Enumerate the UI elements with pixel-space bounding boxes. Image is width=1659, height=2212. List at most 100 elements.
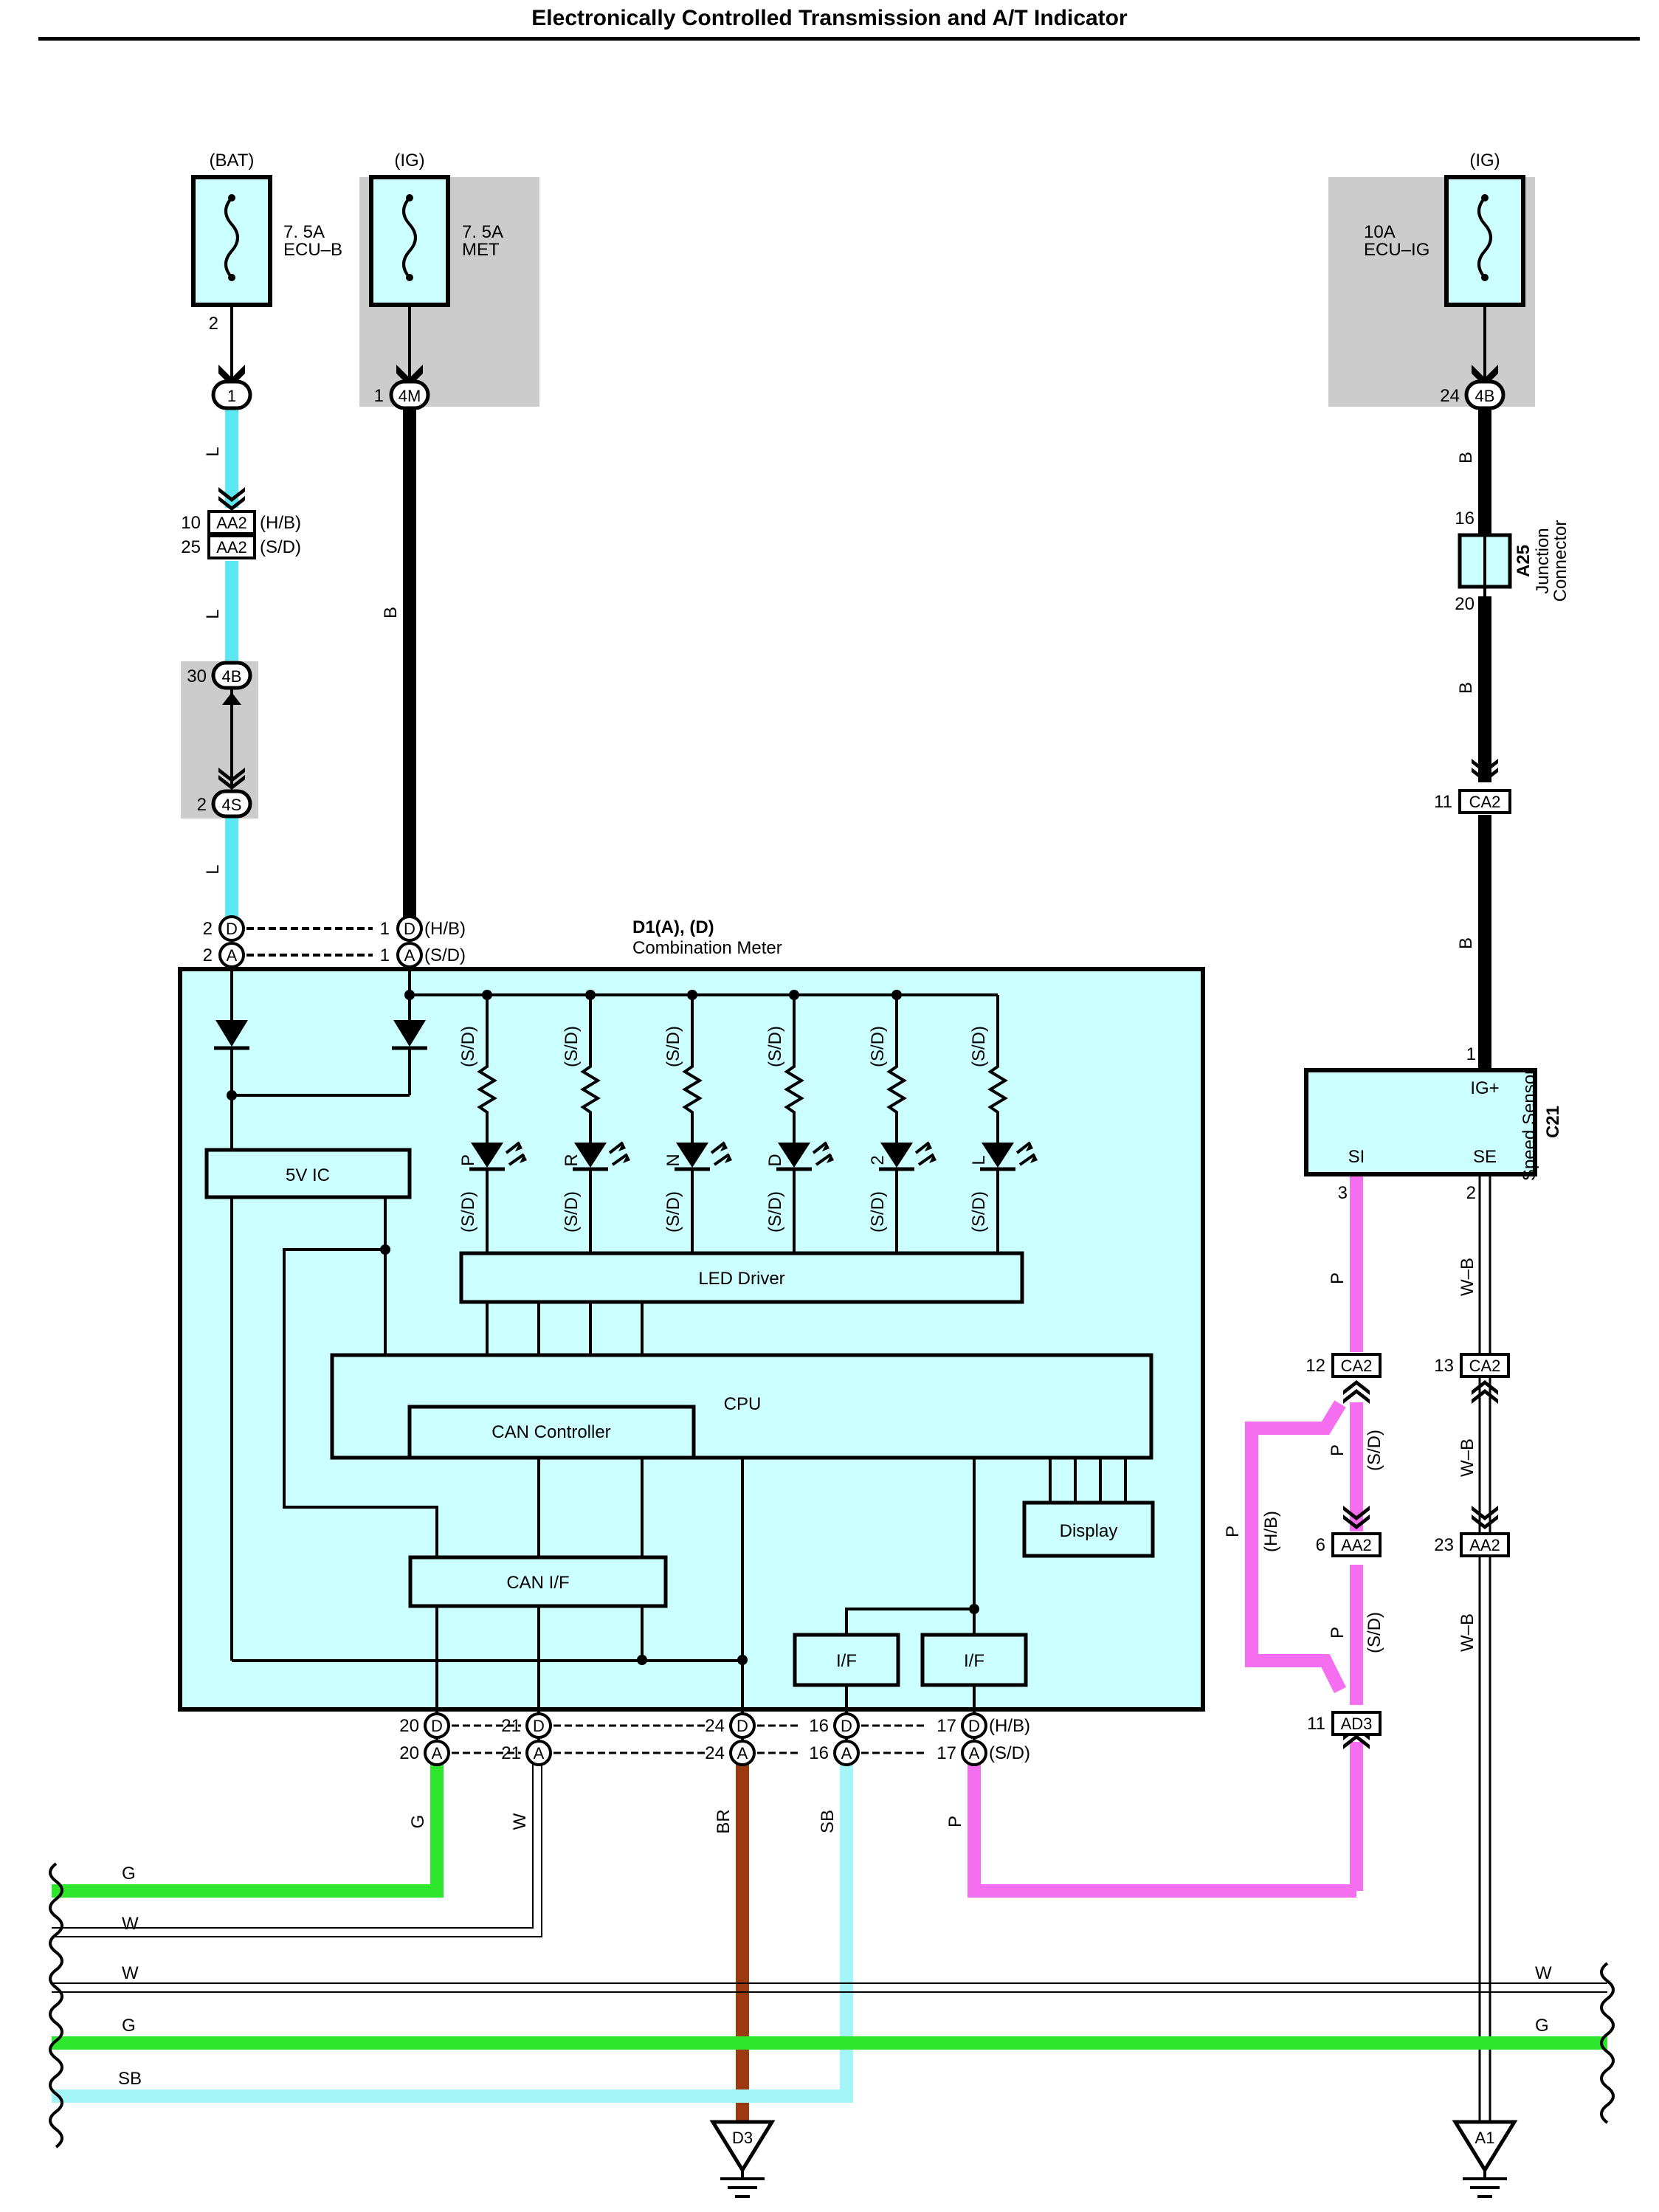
diode-icon — [393, 1020, 426, 1047]
block-if-2 — [920, 1633, 1028, 1687]
wire-label-P-meter: P — [945, 1816, 965, 1827]
wire-label-BR: BR — [714, 1809, 734, 1833]
wire-G-meter — [52, 1760, 444, 1898]
led-N-note-top: (S/D) — [663, 1026, 683, 1067]
wire-label-WB-2: W–B — [1458, 1439, 1477, 1477]
fuse-met: (IG) 7. 5A MET — [369, 151, 503, 391]
block-5v-ic-label: 5V IC — [286, 1165, 330, 1185]
fuse-ecu-b-rating: 7. 5A — [283, 222, 325, 242]
led-L-label: L — [969, 1155, 989, 1165]
led-branch-D: (S/D) D (S/D) — [765, 995, 834, 1253]
block-if-1-label: I/F — [836, 1651, 857, 1671]
led-R-label: R — [562, 1154, 582, 1166]
j4s-pin: 2 — [197, 795, 207, 815]
connector-aa2-sd — [207, 534, 256, 559]
fuse-ecu-ig-rating: 10A — [1364, 222, 1396, 242]
wire-break-marks — [49, 1862, 1615, 2149]
ad3-11-pin: 11 — [1307, 1714, 1325, 1734]
bottom-pin-17-num-a: 17 — [937, 1743, 956, 1763]
j4b-name: 4B — [222, 667, 242, 686]
wire-note-hb: (H/B) — [1261, 1511, 1281, 1552]
a25-name-line2: Connector — [1551, 520, 1570, 602]
bottom-pin-21-num-a: 21 — [501, 1743, 521, 1763]
wire-label-W-meter: W — [510, 1813, 530, 1830]
bottom-pin-16-d: D — [841, 1717, 852, 1735]
bus-label-G-right: G — [1535, 2016, 1549, 2036]
led-icon — [676, 1143, 708, 1168]
bottom-pin-20-num-d: 20 — [399, 1716, 419, 1736]
meter-pin-A-right-num: 1 — [380, 945, 390, 965]
meter-top-connectors: D 2 A 2 1 D (H/B) 1 A (S/D) — [203, 915, 466, 968]
led-branch-N: (S/D) N (S/D) — [663, 995, 732, 1253]
ground-D3: D3 — [709, 2120, 776, 2198]
connector-1 — [211, 379, 252, 410]
led-N-label: N — [663, 1154, 683, 1166]
bottom-pin-20-d: D — [431, 1717, 443, 1735]
connector-aa2-hb — [207, 510, 256, 535]
led-2-note-top: (S/D) — [868, 1026, 888, 1067]
connector-ca2-12 — [1331, 1353, 1382, 1378]
bottom-pin-16-num-d: 16 — [809, 1716, 829, 1736]
wire-note-sd-2: (S/D) — [1365, 1612, 1384, 1653]
a25-code: A25 — [1514, 545, 1534, 577]
bus-W — [52, 1982, 1607, 1993]
speed-sensor-se: SE — [1473, 1147, 1497, 1167]
led-D-label: D — [765, 1154, 785, 1166]
wire-label-B-right-2: B — [1456, 682, 1476, 694]
wire-label-WB-3: W–B — [1458, 1613, 1477, 1652]
led-branch-L: (S/D) L (S/D) — [969, 995, 1038, 1253]
wire-label-SB: SB — [818, 1810, 838, 1833]
bottom-pin-24: 24 D 24 A BR — [705, 1712, 756, 1834]
led-2-label: 2 — [868, 1155, 888, 1165]
bottom-pin-17-num-d: 17 — [937, 1716, 956, 1736]
bottom-pin-17-d: D — [968, 1717, 980, 1735]
led-D-note-bottom: (S/D) — [765, 1191, 785, 1233]
block-can-if — [408, 1555, 668, 1608]
led-branch-R: (S/D) R (S/D) — [562, 995, 630, 1253]
bottom-pin-24-a: A — [737, 1744, 748, 1763]
connector-aa2-23 — [1460, 1532, 1510, 1557]
fuse-met-source: (IG) — [394, 151, 424, 170]
block-cpu-label: CPU — [724, 1394, 762, 1414]
meter-pin-D-left-label: D — [226, 920, 238, 938]
wire-W-meter — [52, 1760, 542, 1937]
led-P-note-top: (S/D) — [458, 1026, 478, 1067]
wire-label-G-meter: G — [408, 1815, 428, 1829]
block-if-1 — [793, 1633, 900, 1687]
bottom-pin-21-num-d: 21 — [501, 1716, 521, 1736]
fuse-ecu-ig-body — [1444, 175, 1525, 307]
block-display-label: Display — [1060, 1521, 1118, 1541]
resistor-icon — [987, 995, 1008, 1143]
ad3-11-name: AD3 — [1341, 1715, 1373, 1733]
led-2-note-bottom: (S/D) — [868, 1191, 888, 1233]
led-icon — [982, 1143, 1014, 1168]
bottom-pin-20: 20 D 20 A G — [399, 1712, 450, 1829]
block-5v-ic — [204, 1148, 412, 1199]
ca2-13-name: CA2 — [1469, 1357, 1501, 1375]
bottom-pin-20-num-a: 20 — [399, 1743, 419, 1763]
fuse-ecu-b-name: ECU–B — [283, 240, 342, 260]
wire-label-L1: L — [203, 447, 223, 456]
aa2-hb-pin: 10 — [181, 513, 201, 533]
connector-4B-right-label: 4B — [1475, 387, 1495, 405]
connector-ca2-11 — [1458, 789, 1511, 814]
connector-ad3-11 — [1331, 1711, 1382, 1736]
aa2-hb-name: AA2 — [216, 514, 247, 532]
wire-label-P-2: P — [1328, 1444, 1348, 1456]
led-N-note-bottom: (S/D) — [663, 1191, 683, 1233]
ca2-13-pin: 13 — [1434, 1356, 1454, 1376]
meter-pin-A-left-num: 2 — [203, 945, 213, 965]
led-branch-P: (S/D) P (S/D) — [458, 995, 527, 1253]
resistor-icon — [580, 995, 601, 1143]
resistor-icon — [784, 995, 804, 1143]
fuse-ecu-ig: (IG) 10A ECU–IG — [1364, 151, 1525, 391]
aa2-sd-name: AA2 — [216, 538, 247, 557]
wire-label-P-loop: P — [1223, 1526, 1243, 1537]
connector-4S — [211, 789, 252, 819]
connector-4M-label: 4M — [399, 387, 421, 405]
wire-label-WB-1: W–B — [1458, 1258, 1477, 1296]
diode-icon — [215, 1020, 248, 1047]
fuse-ecu-b-source: (BAT) — [210, 151, 255, 170]
ground-A1-label: A1 — [1475, 2129, 1495, 2147]
